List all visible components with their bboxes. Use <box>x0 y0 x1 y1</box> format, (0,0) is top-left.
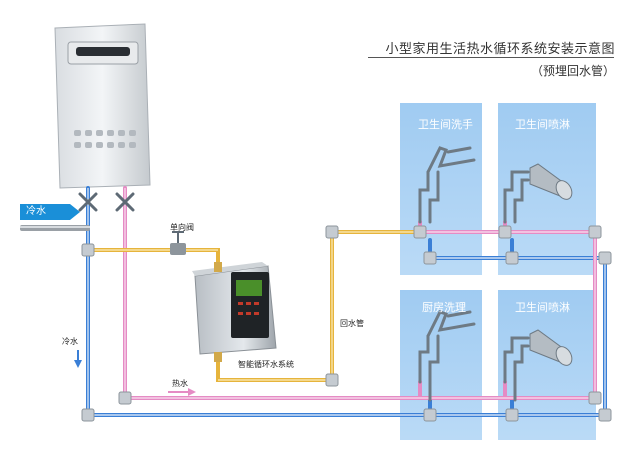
shower-bathroom-bottom <box>503 329 573 402</box>
kitchen-sink-label: 厨房洗理 <box>422 301 466 314</box>
title-underline <box>368 57 614 58</box>
cold-water-tag: 冷水 <box>20 204 80 220</box>
faucet-kitchen-sink <box>418 310 476 402</box>
diagram-subtitle: （预埋回水管） <box>530 64 615 78</box>
hot-water-arrow <box>168 388 196 396</box>
faucet-bathroom-sink <box>418 146 476 224</box>
diagram-title: 小型家用生活热水循环系统安装示意图 <box>385 42 615 57</box>
return-pipe-label: 回水管 <box>340 319 364 328</box>
check-valve-label: 单向阀 <box>170 223 194 232</box>
hot-water-label: 热水 <box>172 379 188 388</box>
water-heater <box>54 23 151 189</box>
heater-valves <box>78 192 135 212</box>
pipe-fittings <box>81 225 612 422</box>
bathroom-shower-bottom-label: 卫生间喷淋 <box>515 301 570 314</box>
system-label: 智能循环水系统 <box>238 360 294 369</box>
check-valve <box>170 231 186 255</box>
bathroom-sink-label: 卫生间洗手 <box>418 118 473 131</box>
inlet-pipe <box>20 225 90 231</box>
shower-bathroom-top <box>503 163 573 224</box>
circulation-unit <box>192 262 277 362</box>
cold-water-down-label: 冷水 <box>62 337 78 346</box>
panel-bathroom-sink <box>400 103 482 275</box>
cold-water-down-arrow <box>74 350 82 368</box>
bathroom-shower-top-label: 卫生间喷淋 <box>515 118 570 131</box>
return-pipe-highlight <box>88 231 418 381</box>
